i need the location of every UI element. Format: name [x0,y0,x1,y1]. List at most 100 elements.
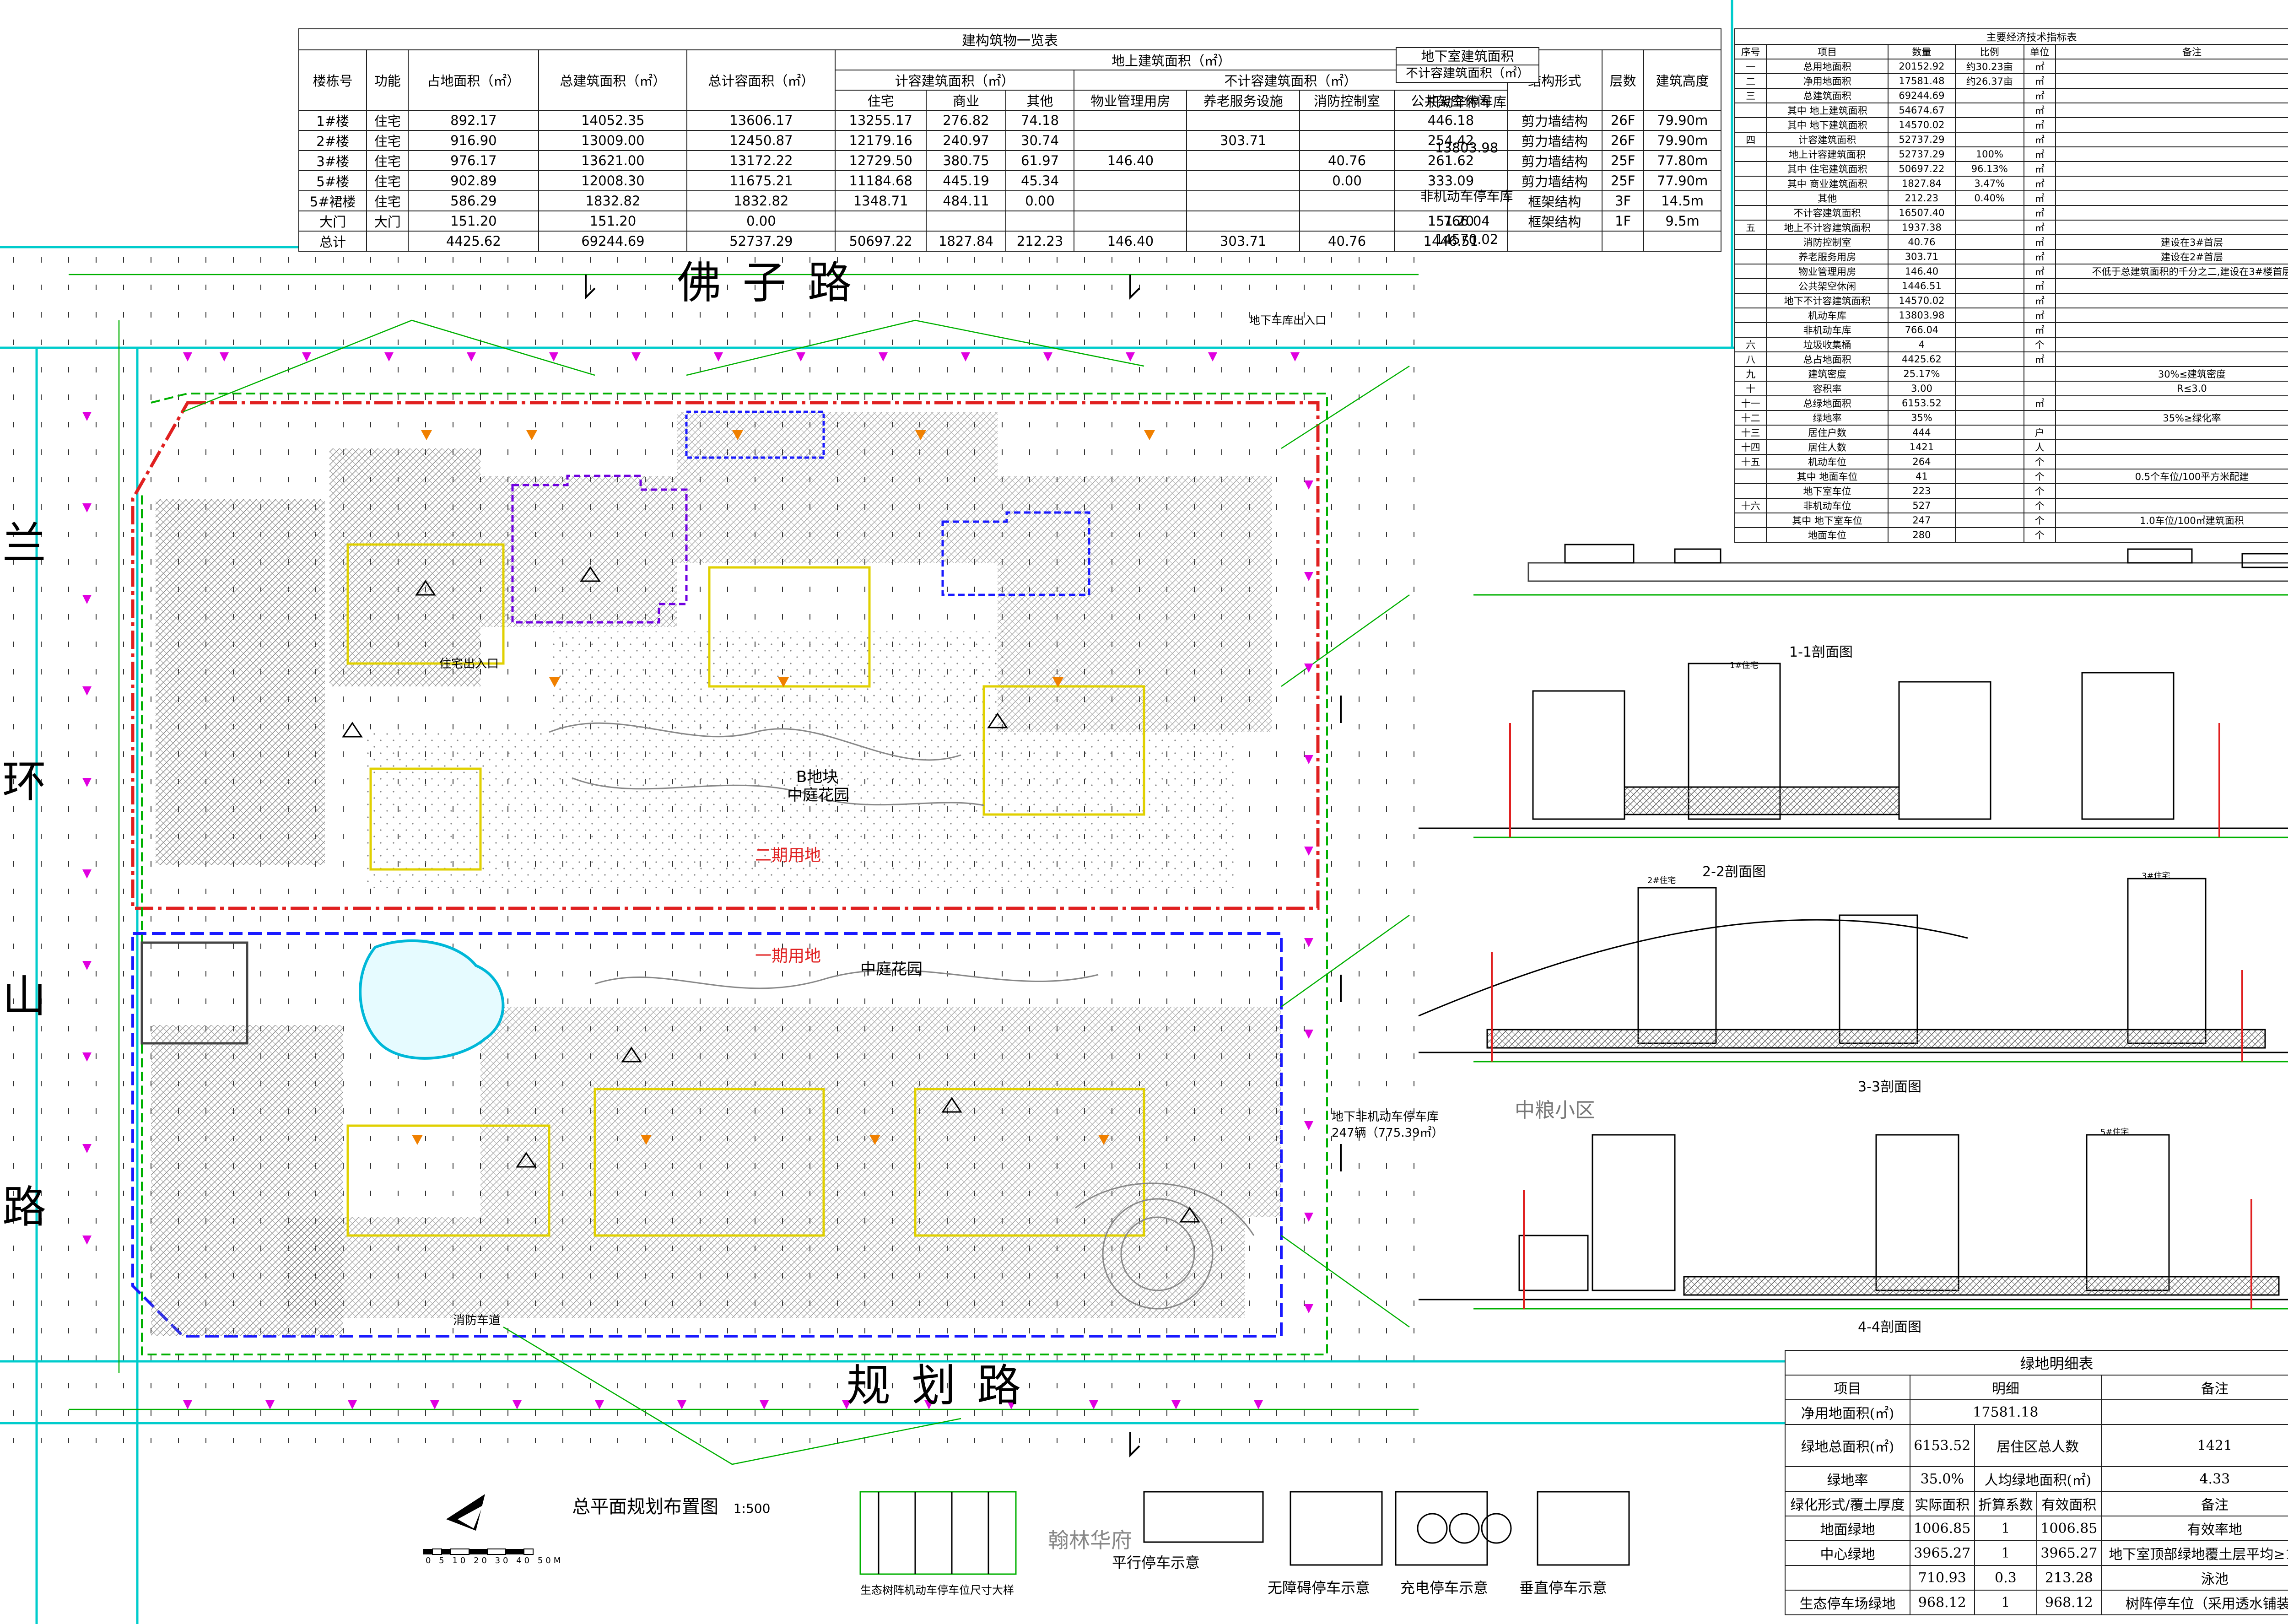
table-cell: ㎡ [2023,220,2056,235]
table-cell [1186,190,1300,211]
table-cell: 0.00 [1005,190,1075,211]
charging-parking-label: 充电停车示意 [1400,1579,1489,1597]
table-cell [1954,425,2024,440]
table-cell [1394,190,1508,211]
entrance-label: 住宅出入口 [439,657,499,671]
section-red-markers [1491,723,2252,1309]
table-cell: 303.71 [1186,130,1300,151]
table-cell: 14570.02 [1887,117,1956,133]
table-cell [1954,249,2024,264]
econ-header-cell: 比例 [1954,44,2024,59]
perpendicular-parking-label: 垂直停车示意 [1519,1579,1608,1597]
table-cell: ㎡ [2023,395,2056,411]
table-cell: 26F [1602,110,1645,131]
table-cell: ㎡ [2023,205,2056,221]
green-setback-line [141,393,1328,1355]
table-cell: ㎡ [2023,73,2056,89]
table-cell [2023,366,2056,382]
table-cell: 380.75 [925,150,1006,171]
table-cell [2055,117,2288,133]
green-subheader-row: 绿化形式/覆土厚度实际面积折算系数有效面积备注 [1785,1491,2288,1516]
section-bldg-2: 2#住宅 [1647,876,1676,885]
table-cell: 17581.48 [1887,73,1956,89]
green-total-value: 6153.52 [1909,1424,1975,1467]
section-3-label: 3-3剖面图 [1858,1079,1921,1095]
road-name-north: 佛 子 路 [677,257,856,308]
table-cell: 13172.22 [686,150,836,171]
table-cell [1954,264,2024,279]
building-schedule-table: 建构筑物一览表 楼栋号 功能 占地面积（㎡） 总建筑面积（㎡） 总计容面积（㎡）… [298,28,1721,252]
table-cell: 254.42 [1394,130,1508,151]
table-cell: 54674.67 [1887,103,1956,118]
table-cell: 五 [1734,220,1767,235]
table-cell: 261.62 [1394,150,1508,171]
table-cell [2055,308,2288,323]
table-cell [1299,190,1395,211]
table-cell: 151.20 [1394,210,1508,232]
table-cell [1734,483,1767,499]
building-footprints [140,410,1145,1237]
header-property-mgmt: 物业管理用房 [1074,90,1187,111]
table-cell: 十四 [1734,439,1767,455]
table-cell: 其中 地下室车位 [1766,513,1889,528]
econ-header-cell: 单位 [2023,44,2056,59]
table-cell [925,210,1006,232]
table-cell [2055,527,2288,543]
green-net-value: 17581.18 [1909,1399,2102,1425]
table-cell [1954,454,2024,469]
nonmotor-value: 766.04 [1396,213,1538,229]
table-cell: ㎡ [2023,88,2056,103]
table-cell [1734,278,1767,294]
table-cell: 九 [1734,366,1767,382]
table-cell: 三 [1734,88,1767,103]
table-cell: 61.97 [1005,150,1075,171]
table-cell: 100% [1954,146,2024,162]
table-cell [1734,513,1767,528]
table-cell: 212.23 [1005,231,1075,252]
nonmotor-value-text: 766.04 [1443,213,1490,229]
table-cell: 12729.50 [835,150,927,171]
table-cell: 5#楼 [298,170,367,191]
table-cell: 计容建筑面积 [1766,132,1889,147]
table-cell: 35%≥绿化率 [2055,410,2288,426]
underground-subheader-text: 不计容建筑面积（㎡） [1406,66,1529,81]
table-cell [2055,278,2288,294]
econ-header-cell: 项目 [1766,44,1889,59]
road-name-south: 规 划 路 [847,1360,1025,1411]
green-h-note: 备注 [2100,1375,2288,1400]
table-cell: 30%≤建筑密度 [2055,366,2288,382]
header-commercial: 商业 [925,90,1006,111]
table-cell: 地上不计容建筑面积 [1766,220,1889,235]
table-cell: 3965.27 [1909,1540,1975,1566]
table-cell: 总绿地面积 [1766,395,1889,411]
table-cell: 其中 地下建筑面积 [1766,117,1889,133]
table-cell: 泳池 [2100,1565,2288,1591]
table-cell: 13009.00 [538,130,688,151]
table-cell [1734,205,1767,221]
table-cell [1734,322,1767,338]
header-fire-control: 消防控制室 [1299,90,1395,111]
table-cell: 6153.52 [1887,395,1956,411]
table-cell: 30.74 [1005,130,1075,151]
table-cell: 1 [1974,1590,2038,1615]
table-cell [1186,150,1300,171]
table-cell [1074,170,1187,191]
table-cell [2055,351,2288,367]
table-cell: ㎡ [2023,249,2056,264]
table-cell: 地上计容建筑面积 [1766,146,1889,162]
table-cell: 十五 [1734,454,1767,469]
green-table-caption: 绿地明细表 [1785,1350,2288,1376]
table-cell: ㎡ [2023,351,2056,367]
table-cell: 总建筑面积 [1766,88,1889,103]
table-cell: 1937.38 [1887,220,1956,235]
section-bldg-5: 5#住宅 [2100,1128,2129,1137]
table-cell: 52737.29 [1887,146,1956,162]
table-cell: 223 [1887,483,1956,499]
table-cell [1954,220,2024,235]
table-cell: 人 [2023,439,2056,455]
table-cell: 25.17% [1887,366,1956,382]
